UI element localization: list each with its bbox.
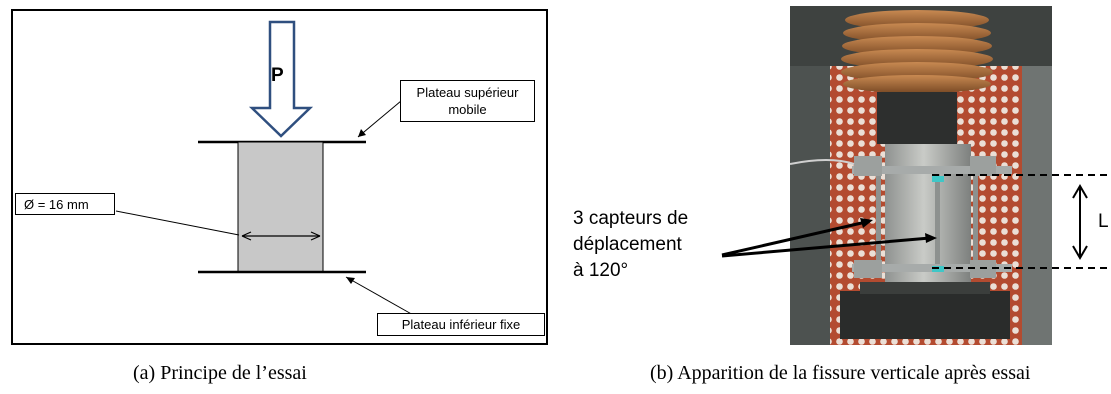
lower-plate-label: Plateau inférieur fixe (377, 313, 545, 336)
caption-a: (a) Principe de l’essai (133, 362, 307, 384)
diameter-label: Ø = 16 mm (15, 193, 115, 215)
lower-plate-leader-line (345, 276, 416, 317)
gauge-length-label: L (1098, 211, 1109, 232)
load-label: P (271, 65, 284, 86)
test-principle-diagram: P Plateau supérieur mobile Ø = 16 mm Pla… (11, 9, 548, 345)
diameter-label-text: Ø = 16 mm (24, 196, 89, 212)
upper-plate-leader-line (357, 100, 402, 138)
test-photo (790, 6, 1052, 345)
diameter-arrowhead-right (310, 231, 321, 241)
upper-plate-label: Plateau supérieur mobile (400, 80, 535, 122)
upper-plate-label-text: Plateau supérieur mobile (416, 85, 519, 117)
caption-b: (b) Apparition de la fissure verticale a… (650, 362, 1031, 384)
diameter-arrowhead-left (241, 231, 252, 241)
load-discs (841, 10, 993, 93)
lower-plate-leader-arrowhead (346, 277, 355, 284)
gauge-length-arrowhead-top (1072, 184, 1088, 199)
diagram-drawing (115, 20, 416, 317)
specimen-cylinder (237, 141, 324, 273)
sensors-label-line-2: déplacement (573, 234, 682, 255)
gauge-length-arrowhead-bottom (1072, 245, 1088, 260)
lower-plate-label-text: Plateau inférieur fixe (401, 317, 521, 332)
sensors-label-line-3: à 120° (573, 260, 629, 281)
sensors-label-line-1: 3 capteurs de (573, 208, 689, 229)
upper-plate-leader-arrowhead (358, 129, 366, 137)
sensors-label: 3 capteurs de déplacement à 120° (573, 206, 688, 284)
diameter-leader-line (115, 210, 240, 236)
load-arrow (248, 20, 314, 138)
test-photo-drawing (790, 6, 1052, 345)
